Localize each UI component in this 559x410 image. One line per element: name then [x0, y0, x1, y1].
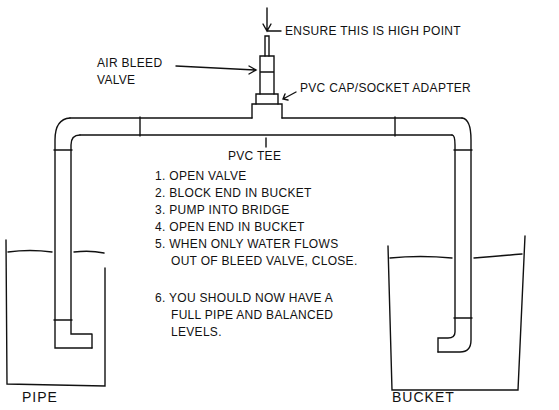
high-point-marker — [263, 8, 281, 31]
part-label: PVC TEE — [228, 148, 281, 165]
pipe-joint — [140, 117, 395, 136]
right-bucket — [388, 236, 525, 390]
right-pipe-outer — [438, 118, 471, 352]
cap-socket-adapter — [256, 94, 278, 104]
bleed-valve — [260, 56, 274, 94]
pipe-joint — [454, 150, 472, 318]
instruction-step: 1. OPEN VALVE — [155, 168, 386, 185]
note-label: ENSURE THIS IS HIGH POINT — [285, 23, 461, 40]
valve-label: AIR BLEED VALVE — [97, 55, 173, 89]
container-label: BUCKET — [392, 389, 455, 406]
leader-line — [176, 66, 256, 74]
leader-line — [283, 92, 296, 100]
leader-line — [265, 138, 266, 147]
pipe-joint — [54, 150, 72, 320]
right-pipe-inner — [438, 135, 455, 352]
left-pipe-inner — [71, 135, 92, 348]
container-label: PIPE — [22, 389, 58, 406]
instruction-step: 4. OPEN END IN BUCKET — [155, 219, 386, 236]
pvc-tee — [252, 104, 282, 118]
instruction-step: 5. WHEN ONLY WATER FLOWS OUT OF BLEED VA… — [155, 236, 361, 270]
right-water-level — [390, 254, 522, 258]
instruction-step: 3. PUMP INTO BRIDGE — [155, 202, 386, 219]
pipe-bottom-edge — [80, 134, 452, 135]
part-label: PVC CAP/SOCKET ADAPTER — [300, 80, 471, 97]
left-pipe-outer — [55, 118, 92, 348]
left-water-level — [8, 251, 104, 254]
instruction-step: 6. YOU SHOULD NOW HAVE A FULL PIPE AND B… — [155, 290, 361, 341]
pipe-top-edge — [70, 117, 462, 118]
valve-stem — [265, 36, 269, 56]
instruction-step: 2. BLOCK END IN BUCKET — [155, 185, 386, 202]
